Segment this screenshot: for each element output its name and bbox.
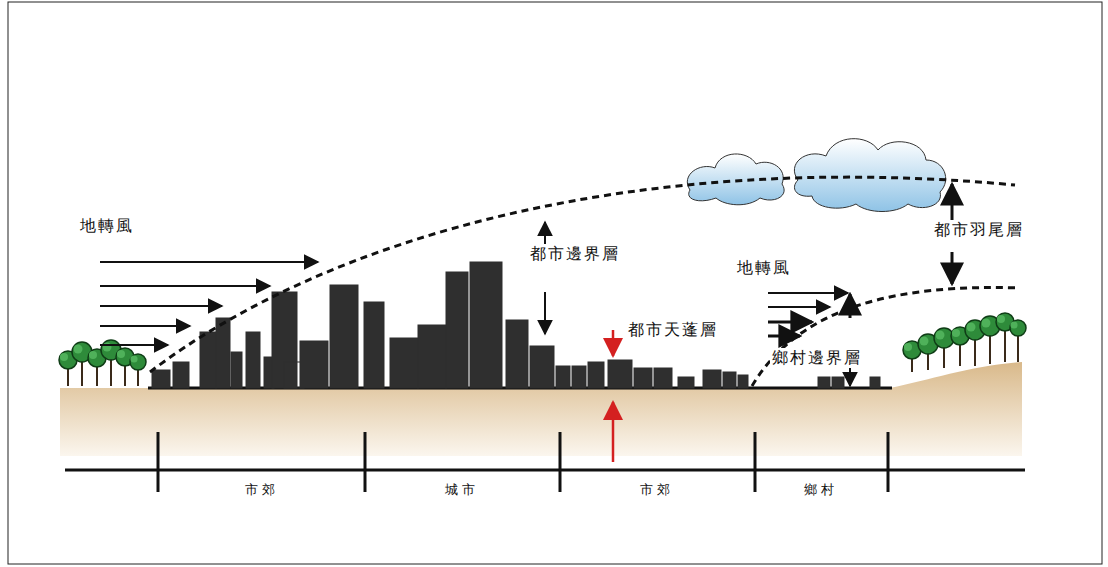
building bbox=[200, 332, 216, 388]
zone-label: 市郊 bbox=[245, 482, 279, 498]
rural-boundary-curve bbox=[752, 288, 1020, 386]
building bbox=[246, 332, 260, 388]
building bbox=[216, 318, 230, 388]
building bbox=[418, 325, 446, 388]
building bbox=[556, 366, 570, 388]
building bbox=[231, 352, 242, 388]
building bbox=[588, 362, 604, 388]
building bbox=[738, 375, 748, 388]
building bbox=[446, 272, 468, 388]
buildings bbox=[152, 262, 880, 388]
trees bbox=[59, 313, 1026, 386]
tree bbox=[996, 313, 1014, 362]
building bbox=[506, 320, 528, 388]
clouds bbox=[687, 139, 945, 212]
wind-label: 地轉風 bbox=[80, 216, 134, 235]
building bbox=[723, 372, 736, 388]
building bbox=[818, 377, 830, 388]
tree bbox=[1010, 320, 1026, 362]
zone-label: 市郊 bbox=[640, 482, 674, 498]
layer-label: 鄉村邊界層 bbox=[770, 348, 864, 367]
layer-label: 都市羽尾層 bbox=[932, 220, 1026, 239]
building bbox=[608, 360, 632, 388]
layer-label: 都市邊界層 bbox=[528, 244, 622, 263]
building bbox=[870, 377, 880, 388]
building bbox=[173, 362, 189, 388]
building bbox=[364, 302, 384, 388]
building bbox=[530, 346, 554, 388]
building bbox=[390, 338, 418, 388]
zone-label: 城市 bbox=[445, 482, 479, 498]
tree bbox=[130, 354, 146, 386]
wind-label: 地轉風 bbox=[735, 258, 793, 277]
canopy-arrows bbox=[612, 330, 615, 462]
zone-label: 鄉村 bbox=[804, 482, 838, 498]
tree bbox=[72, 342, 92, 386]
building bbox=[470, 262, 502, 388]
zone-axis bbox=[65, 469, 1025, 472]
building bbox=[330, 285, 358, 388]
building bbox=[832, 377, 844, 388]
building bbox=[634, 368, 652, 388]
building bbox=[152, 370, 170, 388]
urban-boundary-curve bbox=[150, 177, 1015, 372]
layer-label: 都市天蓬層 bbox=[626, 320, 720, 339]
building bbox=[654, 368, 672, 388]
layer-arrows bbox=[545, 184, 952, 386]
building bbox=[572, 366, 586, 388]
building bbox=[703, 370, 721, 388]
building bbox=[300, 341, 328, 388]
building bbox=[678, 377, 694, 388]
frame bbox=[8, 2, 1102, 564]
